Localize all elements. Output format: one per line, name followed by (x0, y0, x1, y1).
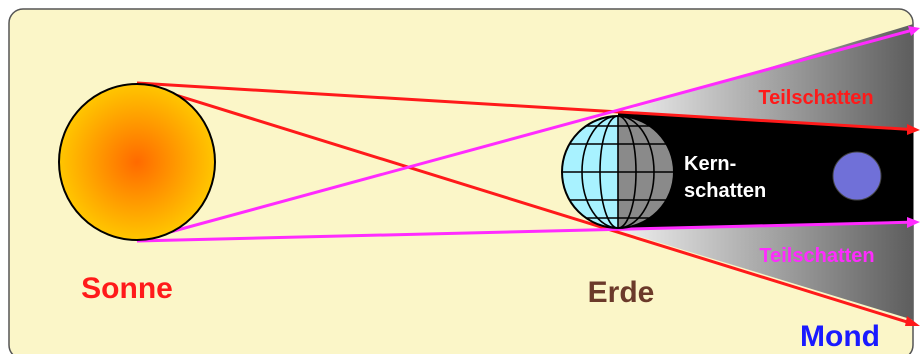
label-teilschatten-top: Teilschatten (758, 87, 873, 109)
label-kernschatten-line2: schatten (684, 180, 766, 202)
label-teilschatten-bottom: Teilschatten (759, 245, 874, 267)
label-erde: Erde (588, 276, 655, 309)
label-mond: Mond (800, 320, 880, 353)
label-kernschatten-line1: Kern- (684, 153, 736, 175)
sun (59, 84, 215, 240)
moon (833, 152, 881, 200)
label-sonne: Sonne (81, 272, 173, 305)
